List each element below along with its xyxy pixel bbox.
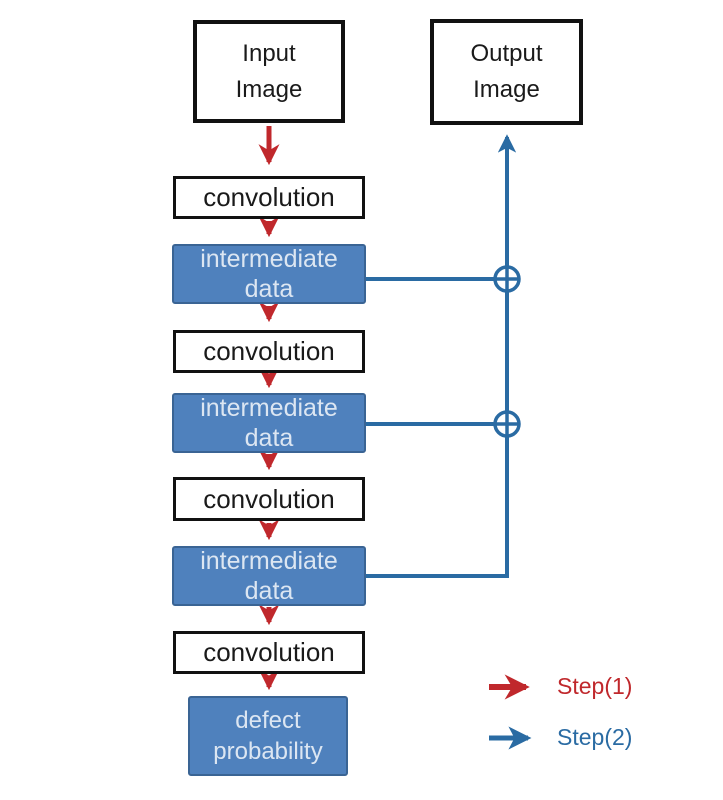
plus-circle-icon (493, 265, 521, 293)
legend-step1-label: Step(1) (557, 673, 633, 699)
plus-circle-icon (493, 410, 521, 438)
node-convolution-4: convolution (173, 631, 365, 674)
node-intermediate-data-3: intermediate data (172, 546, 366, 606)
node-convolution-3: convolution (173, 477, 365, 521)
step2-main-line (366, 134, 517, 578)
step2-path (366, 134, 517, 578)
legend-step2-label: Step(2) (557, 724, 633, 750)
node-intermediate-data-1: intermediate data (172, 244, 366, 304)
node-output-image: Output Image (430, 19, 583, 125)
node-convolution-2: convolution (173, 330, 365, 373)
node-defect-probability: defect probability (188, 696, 348, 776)
node-convolution-1: convolution (173, 176, 365, 219)
legend-arrows (489, 674, 532, 750)
node-input-image: Input Image (193, 20, 345, 123)
node-intermediate-data-2: intermediate data (172, 393, 366, 453)
